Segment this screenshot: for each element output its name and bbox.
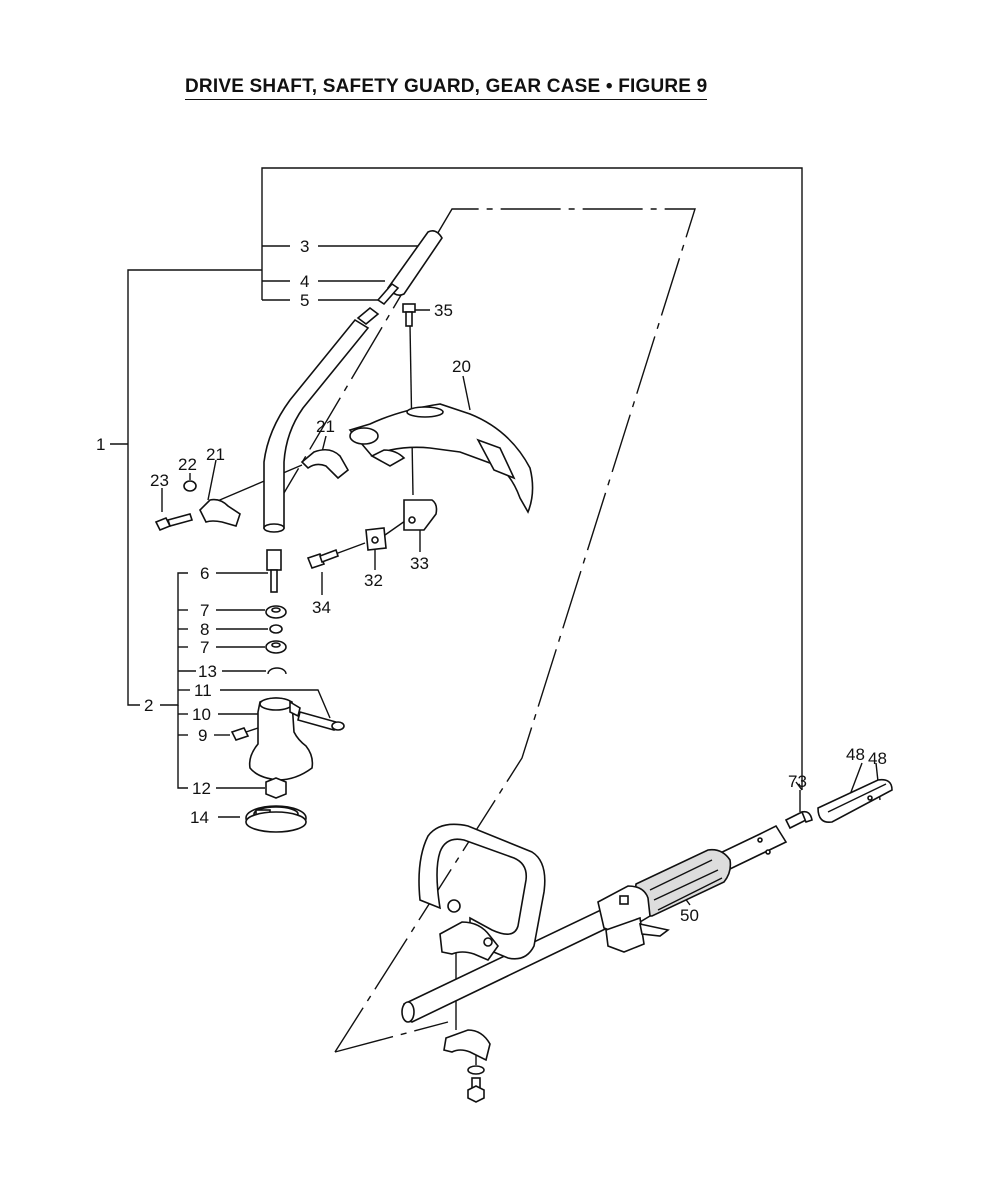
figure-title: DRIVE SHAFT, SAFETY GUARD, GEAR CASE • F… [185,76,708,100]
clamp-part-21-lower [199,498,241,527]
loop-handle [418,823,546,961]
callout-2: 2 [144,696,153,715]
nut-part-12 [265,777,287,799]
drive-shaft-tube [263,306,380,533]
safety-guard-part-20 [348,403,534,514]
callout-13: 13 [198,662,217,681]
callout-22: 22 [178,455,197,474]
callout-11: 11 [194,681,212,700]
callout-8: 8 [200,620,209,639]
callout-20: 20 [452,357,471,376]
callout-7-upper: 7 [200,601,209,620]
callout-10: 10 [192,705,211,724]
callout-33: 33 [410,554,429,573]
cover-part-14 [245,805,307,833]
callout-73: 73 [788,772,807,791]
callout-23: 23 [150,471,169,490]
callout-4: 4 [300,272,309,291]
callout-35: 35 [434,301,453,320]
callout-labels: 1 2 3 4 5 35 20 21 21 22 23 6 7 8 7 13 1… [96,237,887,925]
bracket-part-33 [403,499,438,531]
callout-48-right: 48 [868,749,887,768]
callout-21-lower: 21 [206,445,225,464]
snap-ring-part-13 [267,667,287,675]
handle-lower-clamp [443,1029,491,1062]
callout-9: 9 [198,726,207,745]
handle-washer [467,1065,485,1075]
sleeve-part-48 [817,778,893,824]
callout-34: 34 [312,598,331,617]
clamp-part-21-upper [300,448,350,480]
plate-part-32 [365,527,387,551]
callout-50: 50 [680,906,699,925]
screw-part-34 [306,548,340,569]
callout-48-left: 48 [846,745,865,764]
screw-part-9 [230,727,259,741]
callout-21-upper: 21 [316,417,335,436]
throttle-housing [597,885,670,953]
callout-1: 1 [96,435,105,454]
bearing-part-7-lower [265,640,287,654]
flexible-shaft-part-4-5 [376,282,400,306]
callout-14: 14 [190,808,209,827]
spacer-part-8 [269,624,283,634]
bolt-part-35 [402,303,416,327]
callout-12: 12 [192,779,211,798]
bearing-part-7-upper [265,605,287,619]
bolt-part-23 [154,513,194,532]
callout-7-lower: 7 [200,638,209,657]
callout-3: 3 [300,237,309,256]
callout-32: 32 [364,571,383,590]
gear-case-part-10 [248,697,314,781]
handle-bolt [467,1077,485,1103]
bracket-lines [110,167,881,906]
shaft-sleeve-part-3 [386,230,443,296]
callout-6: 6 [200,564,209,583]
fitting-part-73 [784,810,813,830]
screw-part-11 [297,711,345,731]
gear-shaft-part-6 [266,549,282,593]
callout-5: 5 [300,291,309,310]
washer-part-22 [183,480,197,492]
